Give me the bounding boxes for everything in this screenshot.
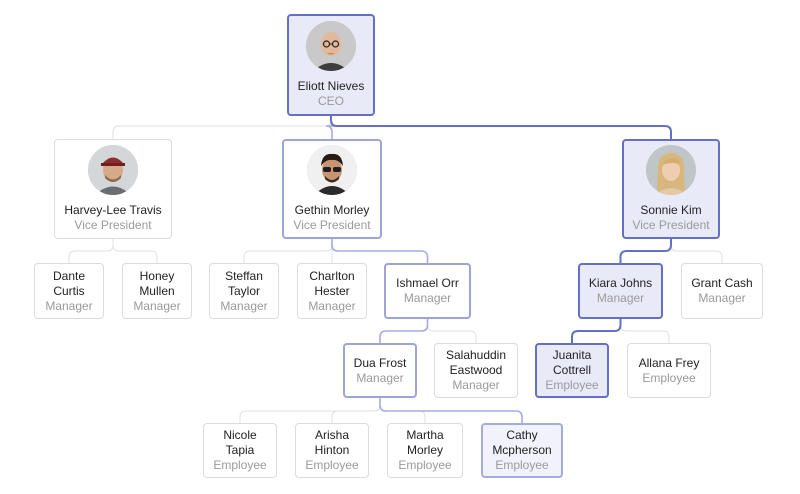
node-name: Grant Cash: [691, 276, 753, 290]
node-title: Employee: [213, 458, 267, 472]
node-name: Sonnie Kim: [640, 203, 702, 217]
link-dua-arisha: [331, 398, 381, 423]
node-name: Ishmael Orr: [396, 276, 459, 290]
man-cap-avatar: [88, 145, 138, 195]
node-title: Employee: [545, 378, 599, 392]
node-name: Allana Frey: [638, 355, 700, 370]
link-harvey-honey: [112, 239, 158, 263]
link-ishmael-dua: [379, 319, 429, 343]
node-title: Manager: [452, 378, 500, 392]
node-title: Employee: [305, 458, 359, 472]
node-title: Manager: [403, 291, 452, 305]
node-title: Employee: [642, 370, 696, 385]
link-kiara-allana: [620, 319, 670, 343]
link-harvey-dante: [68, 239, 114, 263]
link-kiara-juanita: [571, 319, 622, 343]
man-sunglasses-avatar: [307, 145, 357, 195]
link-sonnie-grant: [670, 239, 723, 263]
link-eliott-sonnie: [330, 116, 672, 139]
node-title: CEO: [317, 94, 344, 108]
node-title: Employee: [495, 458, 549, 472]
link-gethin-ishmael: [331, 239, 429, 263]
node-title: Manager: [220, 298, 268, 313]
node-title: Employee: [398, 458, 452, 472]
link-gethin-steffan: [243, 239, 333, 263]
node-name: Kiara Johns: [588, 276, 653, 290]
node-name: Gethin Morley: [294, 203, 370, 217]
node-title: Vice President: [632, 218, 710, 232]
node-name: Dua Frost: [353, 355, 407, 370]
link-dua-cathy: [379, 398, 523, 423]
node-name: Eliott Nieves: [297, 79, 365, 93]
bald-man-glasses-avatar: [306, 21, 356, 71]
node-title: Vice President: [74, 218, 152, 232]
node-title: Manager: [308, 298, 356, 313]
node-title: Manager: [698, 291, 746, 305]
link-eliott-harvey: [112, 116, 332, 139]
node-title: Manager: [596, 291, 645, 305]
link-ishmael-salahuddin: [427, 319, 477, 343]
link-sonnie-kiara: [619, 239, 672, 263]
node-title: Vice President: [293, 218, 371, 232]
blonde-woman-avatar: [646, 145, 696, 195]
node-title: Manager: [45, 298, 93, 313]
node-title: Manager: [356, 370, 404, 385]
node-name: Harvey-Lee Travis: [64, 203, 162, 217]
node-title: Manager: [133, 298, 181, 313]
